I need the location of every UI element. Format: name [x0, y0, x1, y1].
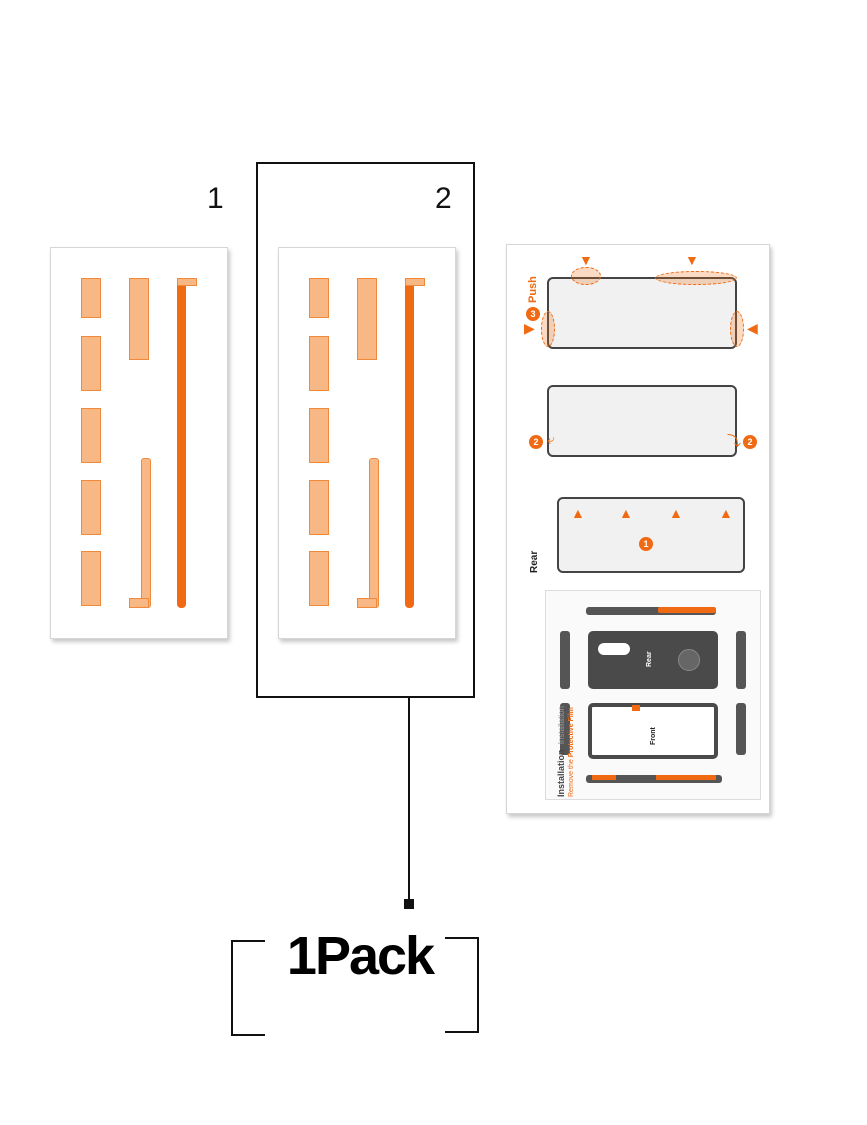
case-left-edge: [560, 631, 570, 689]
step-2-badge-left: 2: [529, 435, 543, 449]
push-zone: [730, 311, 744, 347]
film-piece: [357, 278, 377, 360]
sheet-number-1: 1: [207, 182, 224, 215]
film-piece: [309, 408, 329, 463]
film-piece: [357, 598, 377, 608]
rear-label: Rear: [529, 550, 540, 573]
push-zone: [541, 311, 555, 347]
arrow-left-icon: ◀: [747, 320, 758, 336]
installation-title-line: Installation Installation: [556, 706, 566, 797]
push-label: Push: [527, 276, 539, 303]
installation-guide-card: ▼ ▼ ▶ ◀ 3 Push 2 2 ⤶ ⤵ ▲ ▲ ▲ ▲ 1 Rear Re…: [506, 244, 770, 814]
film-long-strip: [405, 280, 414, 608]
case-rear-view: Rear: [588, 631, 718, 689]
film-piece: [309, 336, 329, 391]
film-piece: [129, 278, 149, 360]
film-piece: [81, 480, 101, 535]
case-right-edge: [736, 703, 746, 755]
remove-prefix: Remove the: [568, 759, 575, 797]
film-sheet-2: [278, 247, 456, 639]
case-right-edge: [736, 631, 746, 689]
curved-arrow-icon: ⤶: [547, 431, 555, 447]
arrow-down-icon: ▼: [685, 252, 699, 268]
film-long-strip: [177, 280, 186, 608]
film-piece: [309, 480, 329, 535]
front-label: Front: [650, 727, 657, 745]
step-3-badge: 3: [526, 307, 540, 321]
arrow-down-icon: ▼: [579, 252, 593, 268]
remove-emphasis: Protective Film: [568, 707, 575, 758]
right-bracket: [445, 937, 479, 1033]
film-piece: [81, 278, 101, 318]
step-1-badge: 1: [639, 537, 653, 551]
film-piece: [309, 551, 329, 606]
rear-inner-label: Rear: [646, 651, 653, 667]
film-piece: [177, 278, 197, 286]
case-front-view: Front: [588, 703, 718, 759]
film-tab: [632, 705, 640, 711]
film-piece: [405, 278, 425, 286]
film-piece: [141, 458, 151, 608]
push-zone: [655, 271, 737, 285]
film-piece: [129, 598, 149, 608]
connector-line: [408, 698, 410, 903]
remove-film-note: Remove the Protective Film: [568, 707, 575, 797]
ring-holder-icon: [678, 649, 700, 671]
arrow-right-icon: ▶: [524, 320, 535, 336]
push-zone: [571, 267, 601, 285]
film-strip: [656, 775, 716, 780]
installation-title: Installation: [556, 749, 566, 797]
arrow-up-icon: ▲: [571, 505, 585, 521]
installation-subtitle: Installation: [557, 706, 566, 745]
selection-frame: [256, 162, 475, 698]
case-bottom-edge: [586, 775, 722, 783]
step-2-badge-right: 2: [743, 435, 757, 449]
installation-panel: Rear Front Installation Installation Rem…: [545, 590, 761, 800]
arrow-up-icon: ▲: [619, 505, 633, 521]
film-piece: [81, 336, 101, 391]
film-piece: [81, 408, 101, 463]
pack-count-label: 1Pack: [286, 926, 435, 986]
case-top-edge: [586, 607, 716, 615]
arrow-up-icon: ▲: [719, 505, 733, 521]
left-bracket: [231, 940, 265, 1036]
case-left-edge: [560, 703, 570, 755]
case-diagram-rear: [557, 497, 745, 573]
film-strip: [658, 607, 716, 613]
film-piece: [309, 278, 329, 318]
film-sheet-1: [50, 247, 228, 639]
camera-cutout: [598, 643, 630, 655]
arrow-up-icon: ▲: [669, 505, 683, 521]
case-diagram-hook: [547, 385, 737, 457]
case-diagram-push: [547, 277, 737, 349]
film-strip: [592, 775, 616, 780]
sheet-number-2: 2: [435, 182, 452, 215]
connector-dot: [404, 899, 414, 909]
curved-arrow-icon: ⤵: [727, 433, 741, 449]
film-piece: [81, 551, 101, 606]
